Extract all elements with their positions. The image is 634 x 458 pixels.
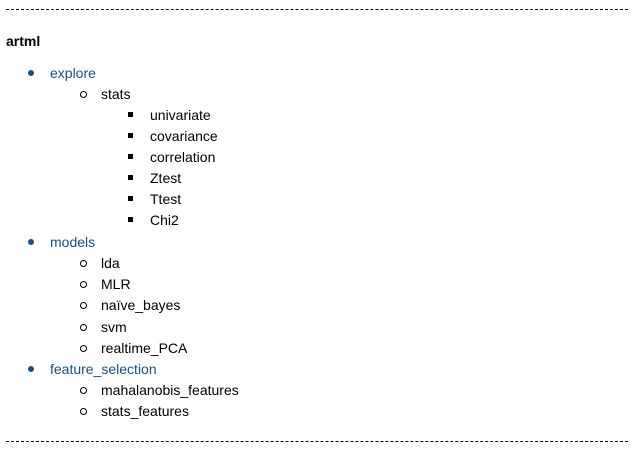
list-item-chi2: Chi2 xyxy=(128,210,179,230)
list-item-label: explore xyxy=(50,65,96,81)
hollow-circle-bullet-icon xyxy=(80,90,87,98)
list-item-ztest: Ztest xyxy=(128,168,181,188)
hollow-circle-bullet-icon xyxy=(80,344,87,352)
hollow-circle-bullet-icon xyxy=(80,407,87,415)
list-item-mlr: MLR xyxy=(80,274,131,294)
filled-circle-bullet-icon xyxy=(28,239,34,246)
document-title: artml xyxy=(6,33,41,49)
square-bullet-icon xyxy=(128,153,133,159)
bottom-dashed-divider xyxy=(6,441,628,442)
list-item-explore: explore xyxy=(28,63,96,83)
square-bullet-icon xyxy=(128,132,133,138)
hollow-circle-bullet-icon xyxy=(80,323,87,331)
list-item-label: feature_selection xyxy=(50,361,157,377)
list-item-lda: lda xyxy=(80,253,120,273)
list-item-label: stats xyxy=(101,86,131,102)
list-item-label: Ttest xyxy=(150,191,182,207)
square-bullet-icon xyxy=(128,111,133,117)
square-bullet-icon xyxy=(128,174,133,180)
list-item-stats-features: stats_features xyxy=(80,401,189,421)
list-item-stats: stats xyxy=(80,84,131,104)
hollow-circle-bullet-icon xyxy=(80,259,87,267)
list-item-label: lda xyxy=(101,255,120,271)
list-item-naive-bayes: naïve_bayes xyxy=(80,295,180,315)
list-item-label: univariate xyxy=(150,107,211,123)
hollow-circle-bullet-icon xyxy=(80,386,87,394)
filled-circle-bullet-icon xyxy=(28,366,34,373)
list-item-label: MLR xyxy=(101,276,131,292)
top-dashed-divider xyxy=(6,9,628,10)
square-bullet-icon xyxy=(128,195,133,201)
list-item-ttest: Ttest xyxy=(128,189,181,209)
list-item-univariate: univariate xyxy=(128,105,211,125)
list-item-label: Chi2 xyxy=(150,212,179,228)
list-item-label: stats_features xyxy=(101,403,189,419)
list-item-feature-selection: feature_selection xyxy=(28,359,157,379)
filled-circle-bullet-icon xyxy=(28,70,34,77)
list-item-label: realtime_PCA xyxy=(101,340,188,356)
list-item-models: models xyxy=(28,232,95,252)
list-item-correlation: correlation xyxy=(128,147,215,167)
list-item-label: naïve_bayes xyxy=(101,297,181,313)
list-item-label: svm xyxy=(101,319,127,335)
hollow-circle-bullet-icon xyxy=(80,301,87,309)
square-bullet-icon xyxy=(128,216,133,222)
list-item-realtime-pca: realtime_PCA xyxy=(80,338,187,358)
list-item-label: mahalanobis_features xyxy=(101,382,239,398)
list-item-label: correlation xyxy=(150,149,216,165)
list-item-covariance: covariance xyxy=(128,126,218,146)
list-item-label: Ztest xyxy=(150,170,182,186)
list-item-mahalanobis-features: mahalanobis_features xyxy=(80,380,239,400)
hollow-circle-bullet-icon xyxy=(80,280,87,288)
list-item-svm: svm xyxy=(80,317,127,337)
list-item-label: models xyxy=(50,234,96,250)
list-item-label: covariance xyxy=(150,128,218,144)
